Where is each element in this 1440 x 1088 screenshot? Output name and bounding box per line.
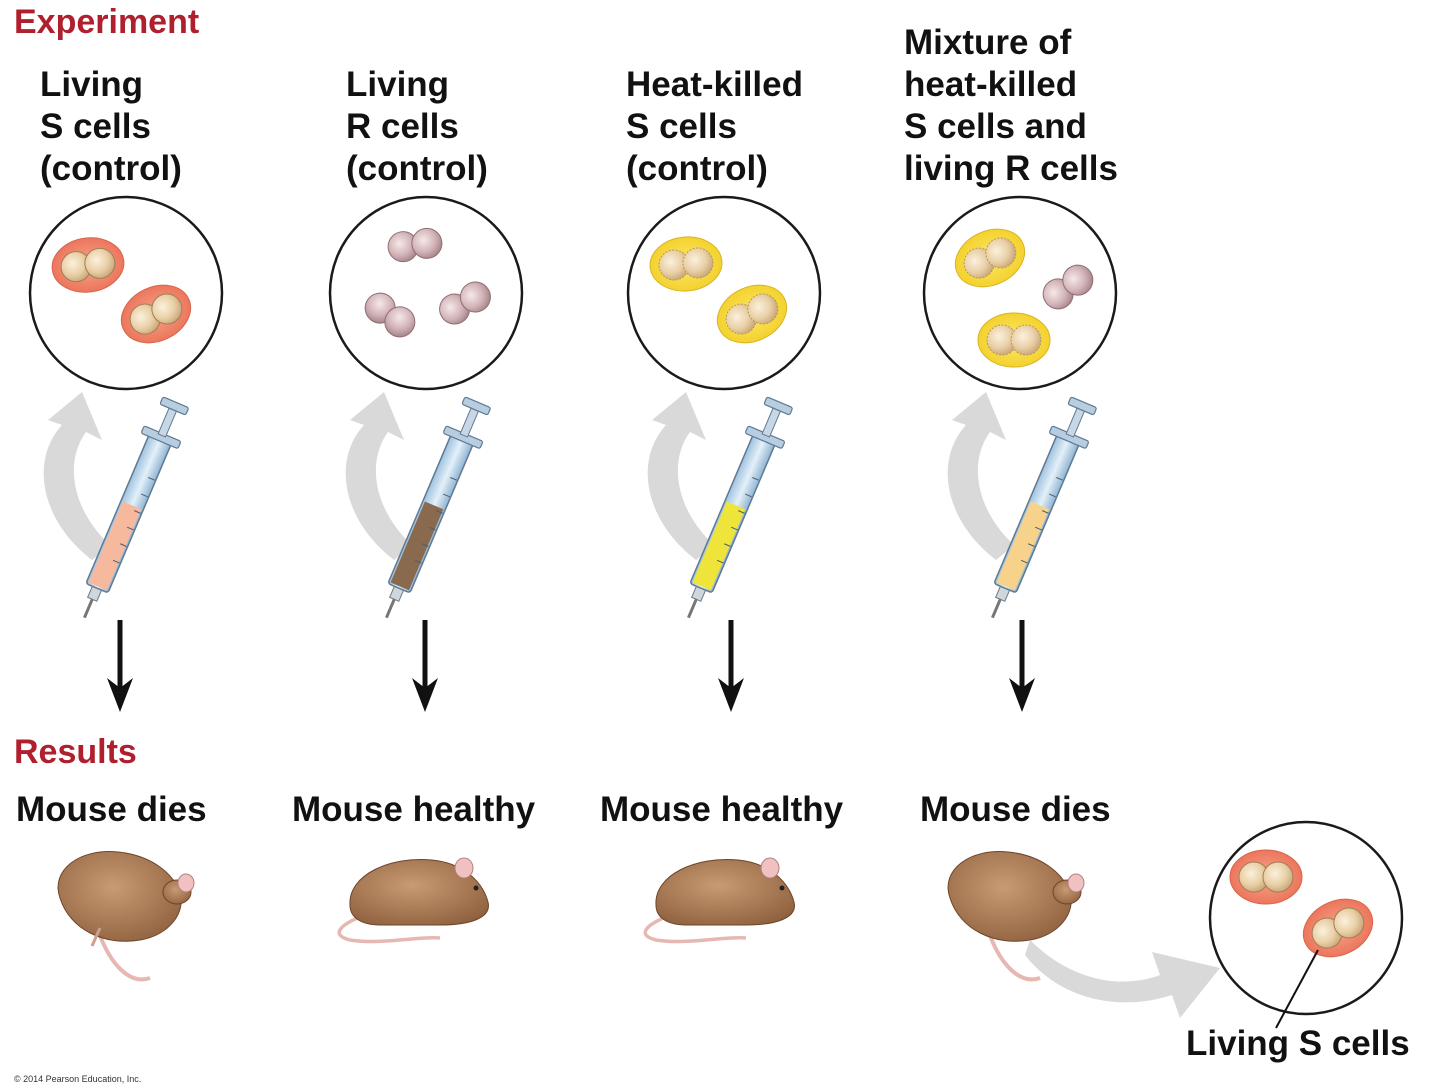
dish-living-s-cells <box>28 195 224 391</box>
copyright: © 2014 Pearson Education, Inc. <box>14 1074 142 1084</box>
result-2-label: Mouse healthy <box>292 790 536 829</box>
results-heading: Results <box>14 733 137 771</box>
syringe-3 <box>687 396 793 619</box>
result-4-label: Mouse dies <box>920 790 1111 829</box>
dish-mixture <box>922 195 1118 391</box>
syringe-2 <box>385 396 491 619</box>
syringe-1 <box>83 396 189 619</box>
experiment-heading: Experiment <box>14 3 200 41</box>
arrow-to-final-dish <box>1025 940 1220 1018</box>
mouse-healthy-2 <box>337 857 489 944</box>
mouse-dead-4 <box>947 851 1085 982</box>
dish-final-living-s-cells <box>1208 820 1404 1029</box>
dish-living-r-cells <box>328 195 524 391</box>
result-1-label: Mouse dies <box>16 790 207 829</box>
dish-heat-killed-s-cells <box>626 195 822 391</box>
result-3-label: Mouse healthy <box>600 790 844 829</box>
mouse-dead-1 <box>57 851 195 982</box>
syringe-4 <box>991 396 1097 619</box>
living-s-cells-label: Living S cells <box>1186 1024 1410 1063</box>
mouse-healthy-3 <box>643 857 795 944</box>
